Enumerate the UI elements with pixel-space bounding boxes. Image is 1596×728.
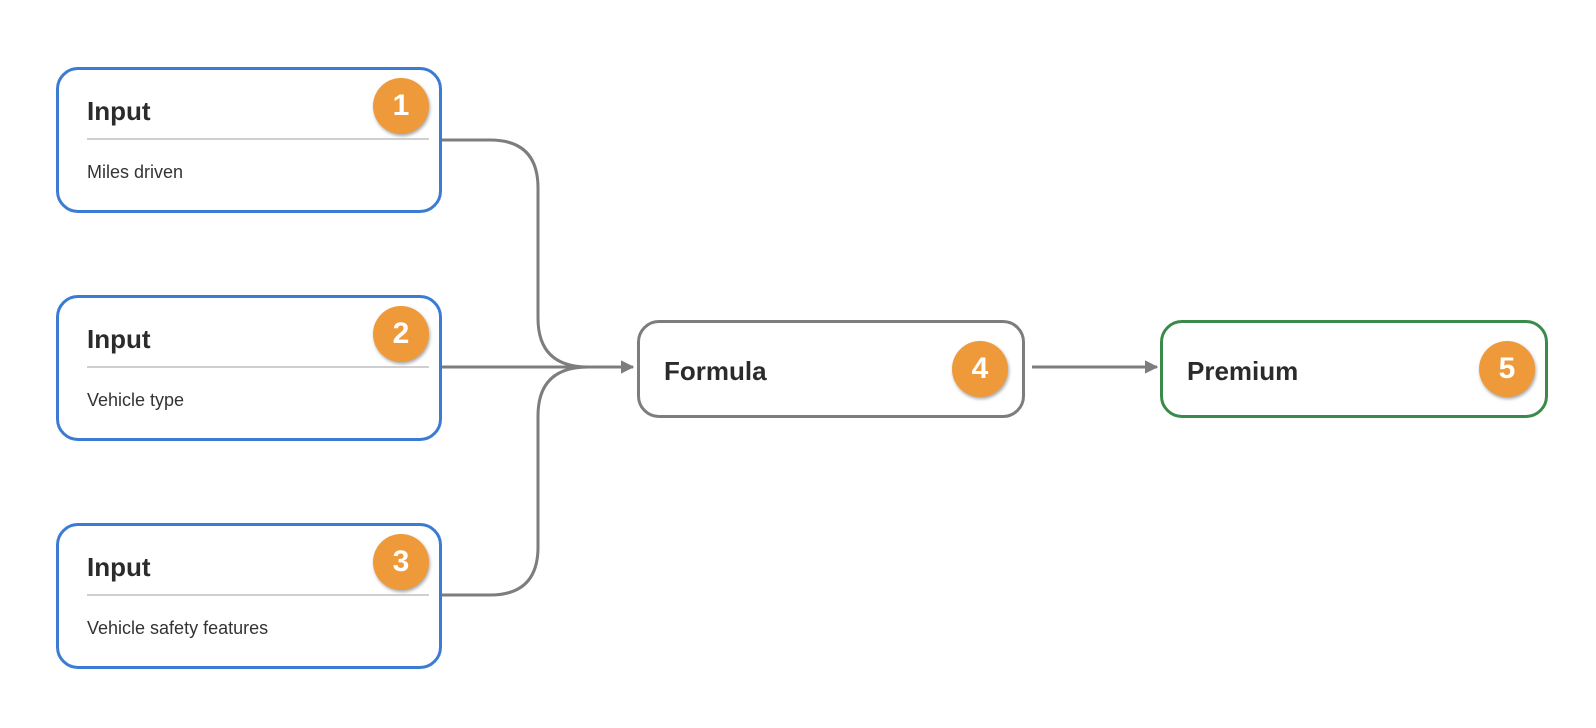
input-node-title: Input (87, 552, 151, 582)
divider (87, 138, 429, 140)
step-badge-2: 2 (373, 306, 429, 362)
input-node-2: Input 2 Vehicle type (56, 295, 442, 441)
premium-node: Premium 5 (1160, 320, 1548, 418)
input-node-description: Vehicle type (87, 390, 185, 410)
formula-node-title: Formula (664, 356, 767, 386)
input-node-3: Input 3 Vehicle safety features (56, 523, 442, 669)
step-badge-3: 3 (373, 534, 429, 590)
step-badge-5: 5 (1479, 341, 1535, 397)
step-badge-4: 4 (952, 341, 1008, 397)
connector-input-1-to-formula (442, 138, 589, 369)
input-node-description: Vehicle safety features (87, 618, 269, 638)
input-node-1: Input 1 Miles driven (56, 67, 442, 213)
input-node-description: Miles driven (87, 162, 184, 182)
input-node-title: Input (87, 324, 151, 354)
divider (87, 594, 429, 596)
formula-node: Formula 4 (637, 320, 1025, 418)
premium-node-title: Premium (1187, 356, 1299, 386)
divider (87, 366, 429, 368)
input-node-title: Input (87, 96, 151, 126)
step-badge-1: 1 (373, 78, 429, 134)
connector-input-3-to-formula (442, 365, 589, 597)
